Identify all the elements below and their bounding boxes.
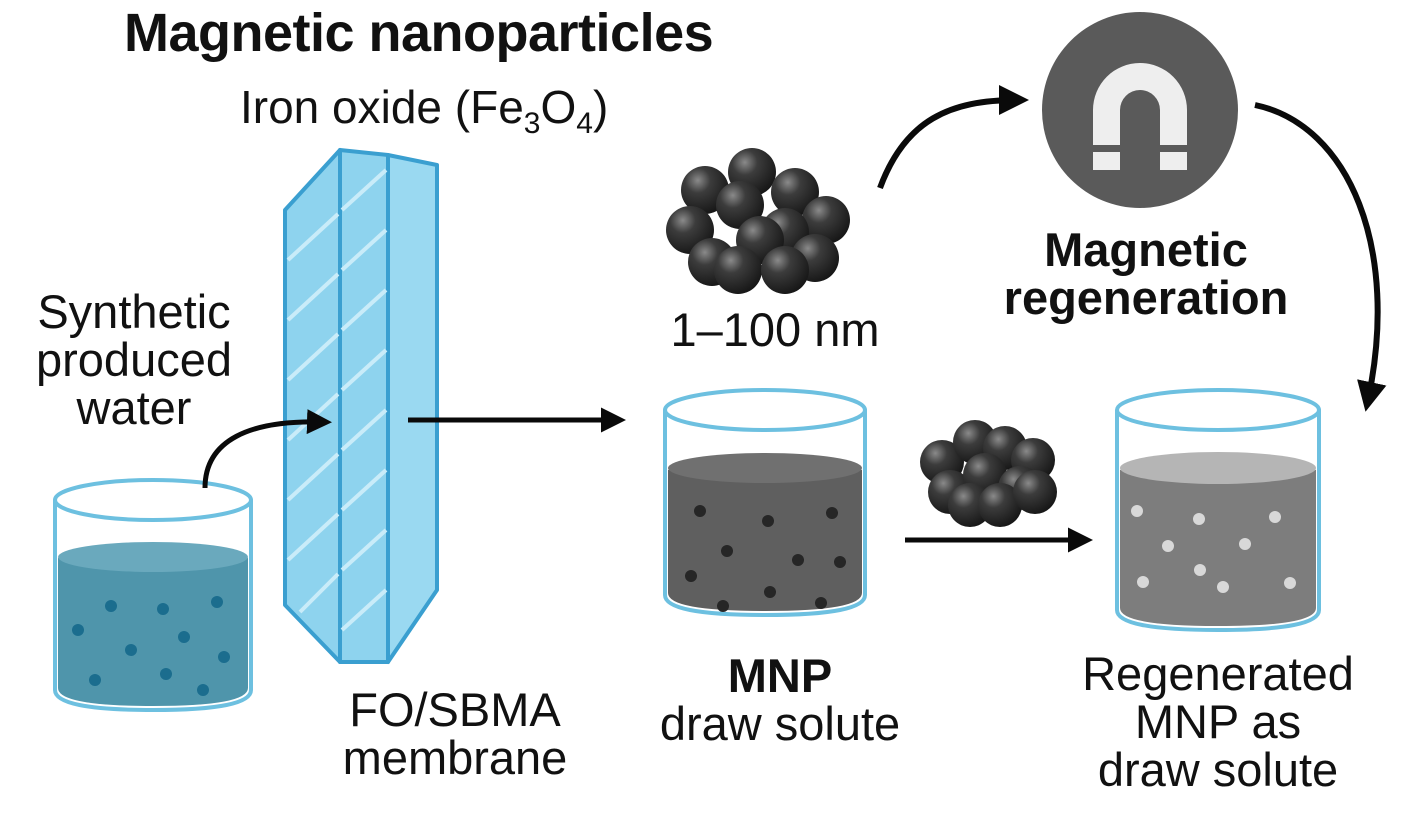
feed-label-line3: water	[76, 380, 192, 434]
membrane-label: FO/SBMA membrane	[300, 686, 610, 782]
subtitle-prefix: Iron oxide (Fe	[240, 81, 524, 133]
diagram-subtitle: Iron oxide (Fe3O4)	[240, 84, 608, 140]
mnp-label-bold: MNP	[727, 649, 833, 702]
subtitle-suffix: )	[592, 81, 609, 133]
nanoparticle-cluster-icon	[920, 420, 1057, 527]
regenerated-label: Regenerated MNP as draw solute	[1040, 650, 1396, 794]
feed-label-line1: Synthetic	[37, 285, 231, 338]
mnp-solution	[668, 460, 862, 611]
diagram-title: Magnetic nanoparticles	[124, 3, 714, 63]
magnet-icon	[1042, 12, 1238, 208]
to-magnet-arrow	[877, 85, 1029, 190]
size-label: 1–100 nm	[670, 303, 880, 356]
regenerated-label-line2: MNP as	[1134, 694, 1302, 748]
feed-label: Synthetic produced water	[0, 288, 268, 432]
fo-sbma-membrane	[283, 148, 439, 664]
feed-particles	[72, 596, 230, 696]
regenerated-label-line1: Regenerated	[1082, 647, 1354, 700]
feed-beaker	[53, 478, 253, 713]
regenerated-label-line3: draw solute	[1097, 742, 1339, 796]
mnp-label-line2: draw solute	[659, 696, 901, 750]
mnp-beaker	[663, 388, 867, 618]
regenerated-beaker	[1115, 388, 1321, 633]
regeneration-label-line2: regeneration	[1003, 270, 1289, 324]
regenerated-solution	[1120, 460, 1316, 626]
mnp-draw-solute-label: MNP draw solute	[630, 652, 930, 748]
magnet-to-regenerated-arrow	[1254, 102, 1387, 412]
membrane-hatching	[286, 168, 388, 632]
subtitle-mid: O	[540, 81, 577, 133]
regenerated-particles	[1131, 505, 1296, 593]
feed-to-membrane-arrow	[202, 409, 332, 489]
feed-water	[58, 549, 248, 706]
feed-label-line2: produced	[36, 332, 232, 386]
membrane-label-line1: FO/SBMA	[349, 683, 561, 736]
nanoparticle-cluster-icon	[666, 148, 850, 294]
subtitle-sub-3: 3	[523, 107, 541, 141]
regeneration-label: Magnetic regeneration	[960, 226, 1332, 322]
subtitle-sub-4: 4	[576, 107, 593, 141]
membrane-label-line2: membrane	[342, 730, 568, 784]
mnp-particles	[685, 505, 846, 612]
regeneration-label-line1: Magnetic	[1044, 223, 1248, 276]
